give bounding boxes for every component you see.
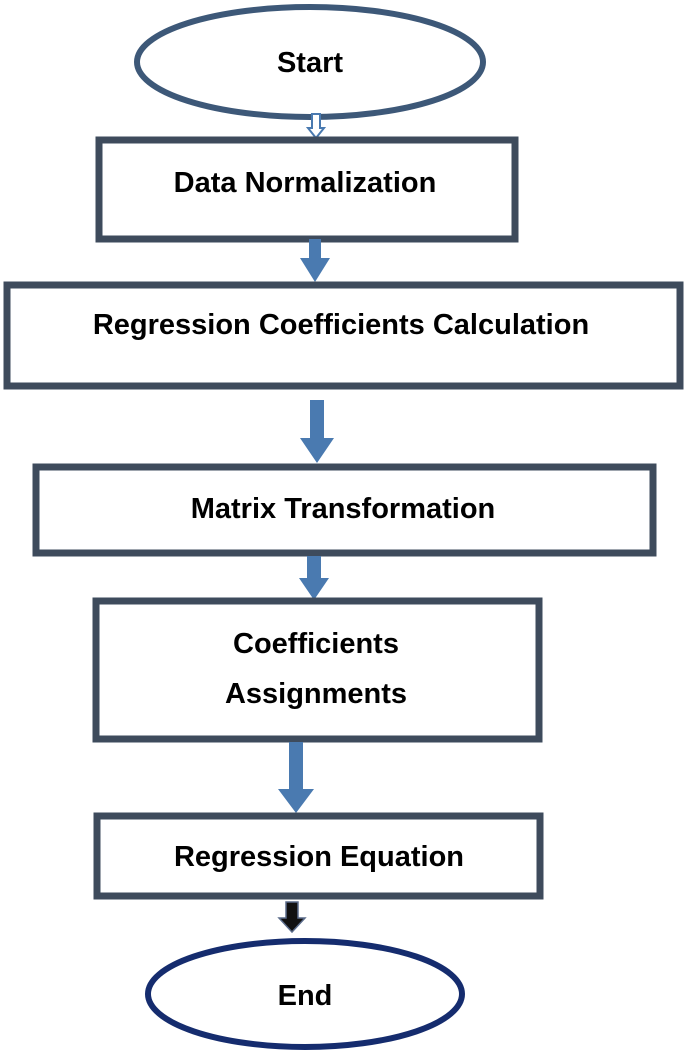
matrix-transformation-box	[32, 463, 657, 557]
start-node: Start	[134, 4, 486, 120]
end-label: End	[278, 980, 333, 1012]
matrix-transformation-label: Matrix Transformation	[191, 493, 496, 525]
arrow-normalization-to-regression	[300, 239, 330, 282]
arrow-matrix-to-assignments	[299, 556, 329, 600]
data-normalization-node: Data Normalization	[95, 136, 519, 243]
coefficients-assignments-node: Coefficients Assignments	[92, 597, 543, 743]
regression-coefficients-node: Regression Coefficients Calculation	[3, 281, 684, 390]
arrow-regression-to-matrix	[300, 400, 334, 463]
regression-coefficients-box	[3, 281, 684, 390]
end-node: End	[145, 938, 465, 1050]
end-ellipse	[145, 938, 465, 1050]
arrow-assignments-to-equation	[278, 742, 314, 813]
regression-equation-label: Regression Equation	[174, 841, 464, 873]
data-normalization-label: Data Normalization	[174, 167, 437, 199]
regression-equation-node: Regression Equation	[93, 812, 544, 900]
matrix-transformation-node: Matrix Transformation	[32, 463, 657, 557]
regression-coefficients-label: Regression Coefficients Calculation	[93, 309, 589, 341]
coefficients-assignments-line1: Coefficients	[233, 628, 399, 660]
arrow-equation-to-end	[277, 901, 307, 934]
arrow-start-to-normalization	[305, 113, 327, 140]
start-label: Start	[277, 47, 343, 79]
regression-equation-box	[93, 812, 544, 900]
coefficients-assignments-line2: Assignments	[225, 678, 407, 710]
data-normalization-box	[95, 136, 519, 243]
start-ellipse	[134, 4, 486, 120]
coefficients-assignments-box	[92, 597, 543, 743]
